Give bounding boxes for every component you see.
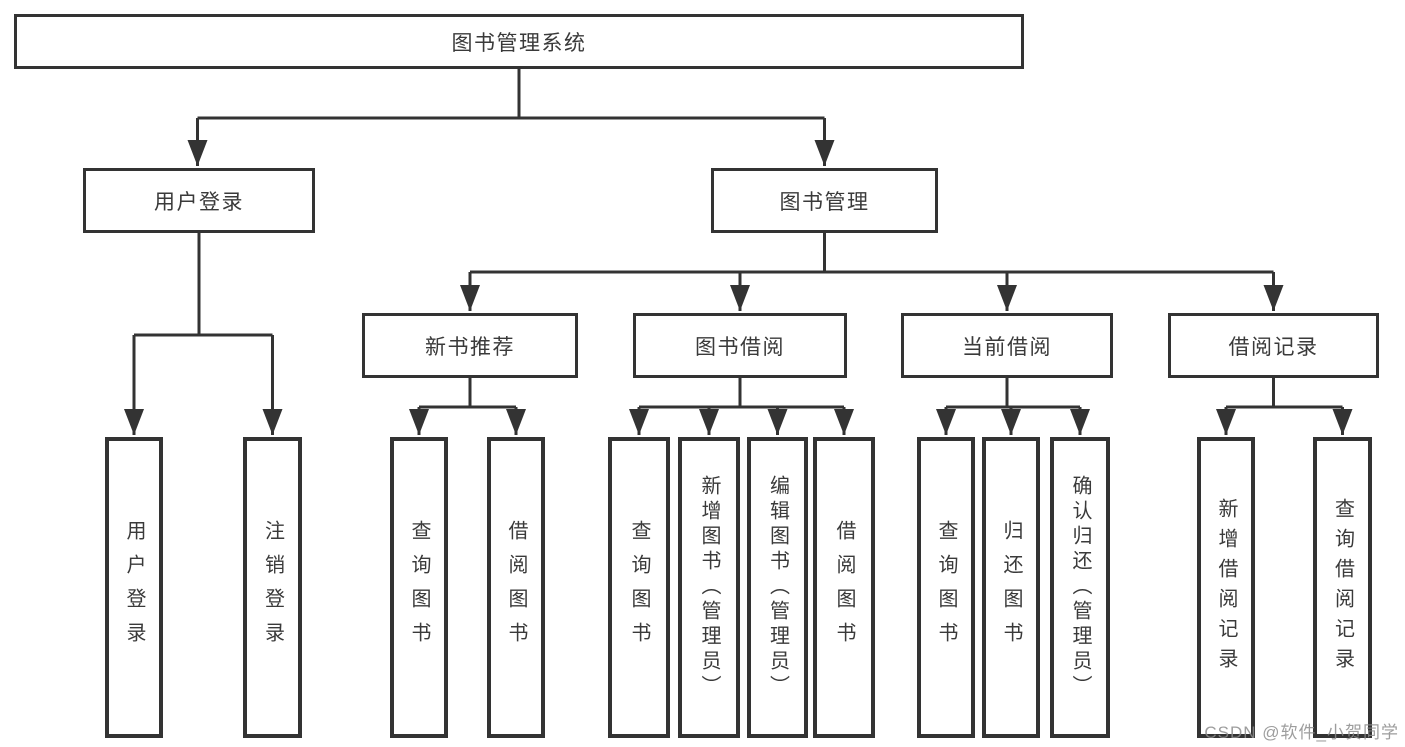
node-book-management-label: 图书管理 [779, 190, 870, 214]
node-new-book-recommend: 新书推荐 [362, 313, 578, 378]
leaf-add-books-admin-label: 新增图书（管理员） [698, 475, 720, 700]
node-book-management: 图书管理 [711, 168, 938, 233]
node-current-borrowing-label: 当前借阅 [962, 335, 1052, 359]
leaf-edit-books-admin: 编辑图书（管理员） [747, 437, 808, 738]
leaf-edit-books-admin-label: 编辑图书（管理员） [766, 475, 789, 700]
leaf-query-books-current-label: 查询图书 [935, 519, 957, 656]
leaf-query-borrow-record: 查询借阅记录 [1313, 437, 1372, 738]
leaf-add-borrow-record-label: 新增借阅记录 [1215, 497, 1237, 678]
leaf-borrow-books-label: 借阅图书 [833, 519, 855, 656]
leaf-borrow-books-recommend-label: 借阅图书 [505, 519, 527, 656]
node-current-borrowing: 当前借阅 [901, 313, 1113, 378]
node-book-borrowing: 图书借阅 [633, 313, 847, 378]
leaf-query-books-recommend-label: 查询图书 [408, 519, 430, 656]
leaf-borrow-books-recommend: 借阅图书 [487, 437, 545, 738]
leaf-confirm-return-admin-label: 确认归还（管理员） [1069, 475, 1091, 700]
leaf-query-borrow-record-label: 查询借阅记录 [1331, 497, 1354, 678]
leaf-query-books-current: 查询图书 [917, 437, 975, 738]
node-user-login-label: 用户登录 [154, 190, 244, 214]
node-new-book-recommend-label: 新书推荐 [425, 335, 515, 359]
leaf-return-books: 归还图书 [982, 437, 1040, 738]
leaf-return-books-label: 归还图书 [1000, 519, 1022, 656]
leaf-query-books-borrow-label: 查询图书 [628, 519, 650, 656]
node-root: 图书管理系统 [14, 14, 1024, 69]
csdn-watermark: CSDN @软件_小贺同学 [1204, 723, 1399, 742]
leaf-add-books-admin: 新增图书（管理员） [678, 437, 740, 738]
leaf-query-books-recommend: 查询图书 [390, 437, 448, 738]
node-book-borrowing-label: 图书借阅 [695, 335, 785, 359]
node-borrowing-records: 借阅记录 [1168, 313, 1379, 378]
leaf-logout-label: 注销登录 [261, 519, 284, 656]
leaf-add-borrow-record: 新增借阅记录 [1197, 437, 1255, 738]
leaf-borrow-books: 借阅图书 [813, 437, 875, 738]
leaf-user-login-label: 用户登录 [123, 519, 145, 656]
node-root-label: 图书管理系统 [451, 31, 587, 55]
leaf-query-books-borrow: 查询图书 [608, 437, 670, 738]
node-borrowing-records-label: 借阅记录 [1228, 335, 1319, 359]
leaf-logout: 注销登录 [243, 437, 302, 738]
leaf-user-login: 用户登录 [105, 437, 163, 738]
node-user-login: 用户登录 [83, 168, 315, 233]
leaf-confirm-return-admin: 确认归还（管理员） [1050, 437, 1110, 738]
